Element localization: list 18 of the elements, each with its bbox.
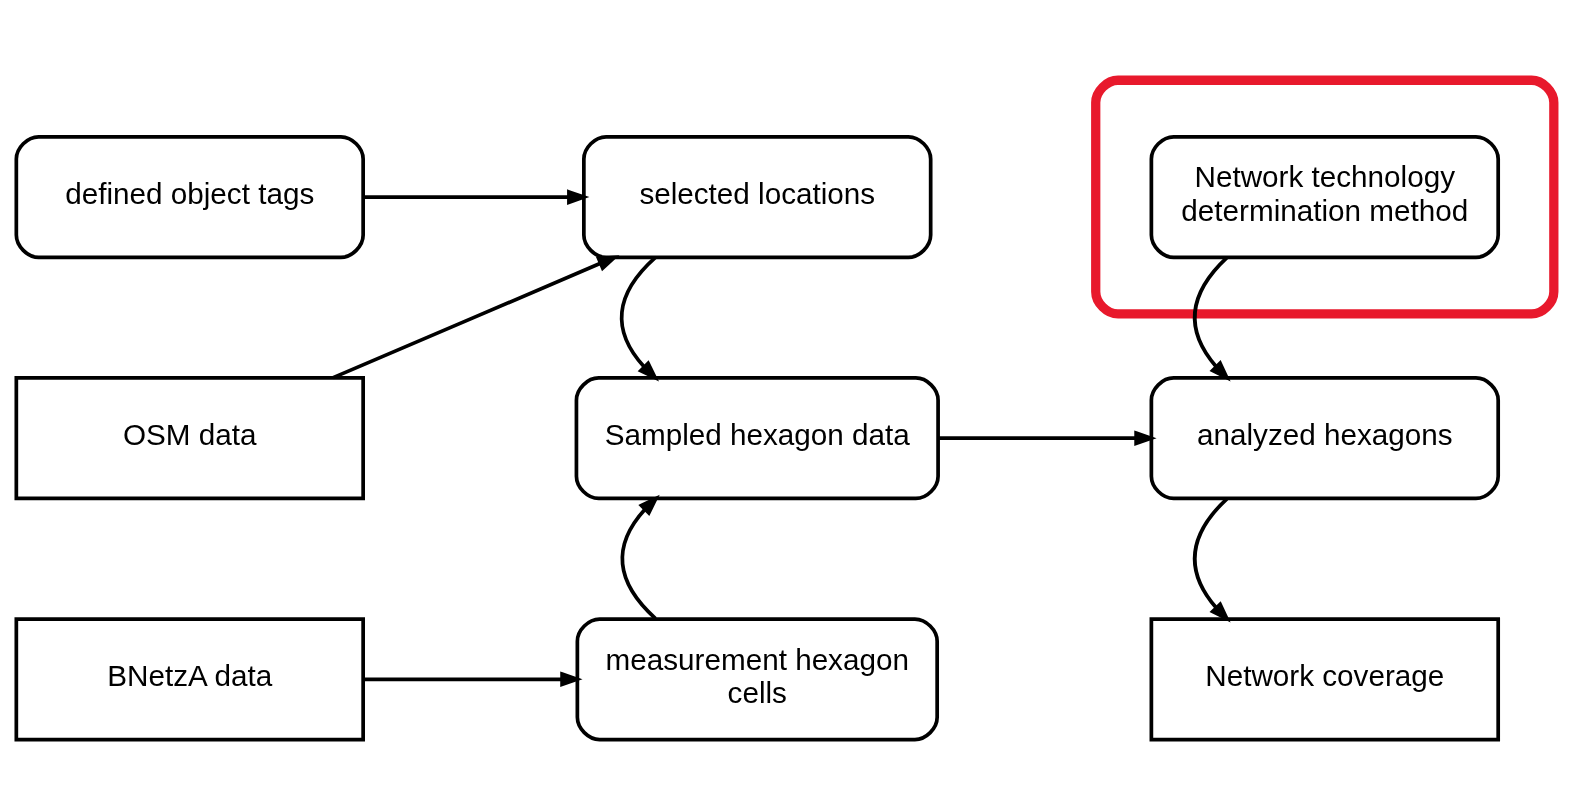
arrow: [363, 189, 590, 205]
arrow: [1193, 497, 1231, 623]
node-box: Network technology determination method: [1149, 134, 1501, 260]
node-box: OSM data: [14, 376, 365, 501]
arrow: [363, 671, 583, 688]
arrow: [332, 255, 620, 380]
arrow: [1193, 256, 1231, 382]
node-box: analyzed hexagons: [1149, 376, 1501, 501]
node-box: BNetzA data: [14, 617, 365, 742]
arrow: [938, 430, 1157, 446]
node-box: measurement hexagon cells: [575, 617, 939, 742]
cluster: [1091, 75, 1559, 319]
node-box: selected locations: [582, 134, 933, 260]
arrow: [620, 494, 660, 620]
node-box: defined object tags: [14, 134, 365, 260]
arrow: [619, 256, 659, 382]
node-box: Sampled hexagon data: [574, 376, 940, 501]
node-box: Network coverage: [1149, 617, 1501, 742]
